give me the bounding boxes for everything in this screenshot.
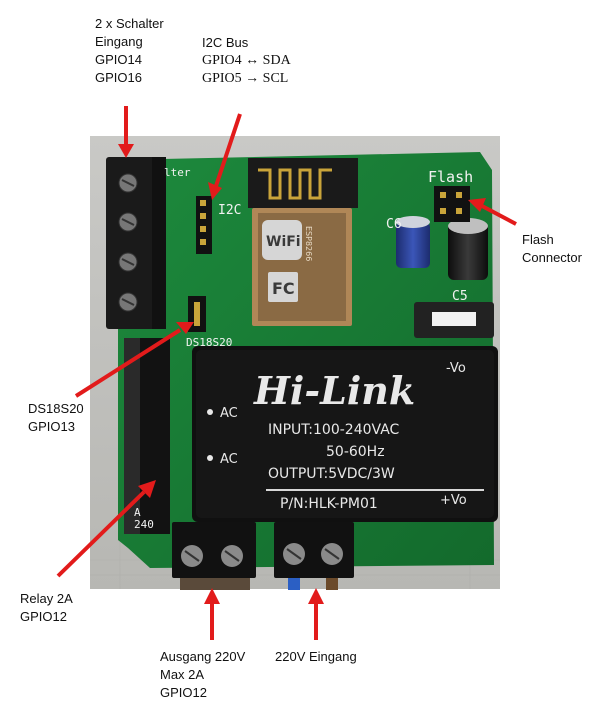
label-switch-line4: GPIO16 <box>95 70 142 85</box>
arrow-input <box>308 588 324 640</box>
silk-ac-2: AC <box>220 452 238 467</box>
ac-dot-1 <box>207 409 213 415</box>
label-flash-line2: Connector <box>522 250 582 265</box>
esp-model: ESP8266 <box>304 226 313 261</box>
silk-relay-240: 240 <box>134 518 154 531</box>
jumper-label <box>432 312 476 326</box>
hilink-freq: 50-60Hz <box>326 444 385 460</box>
label-relay-line1: Relay 2A <box>20 591 73 606</box>
label-output: Ausgang 220V Max 2A GPIO12 <box>160 648 245 702</box>
label-switch-line1: 2 x Schalter <box>95 16 164 31</box>
label-i2c-line3: GPIO5 → SCL <box>202 71 289 86</box>
relay <box>124 338 170 534</box>
esp-fc: FC <box>272 279 295 298</box>
capacitor-big <box>448 218 488 280</box>
label-output-line3: GPIO12 <box>160 685 207 700</box>
label-i2c-bus: I2C Bus GPIO4 ↔ SDA GPIO5 → SCL <box>202 34 291 88</box>
esp-module <box>248 158 358 326</box>
label-ds18s20-line1: DS18S20 <box>28 401 84 416</box>
output-terminal <box>172 522 256 590</box>
silk-relay-a: A <box>134 506 141 519</box>
silk-flash: Flash <box>428 168 473 186</box>
label-relay: Relay 2A GPIO12 <box>20 590 73 626</box>
i2c-pin-header <box>196 196 212 254</box>
label-input-line1: 220V Eingang <box>275 649 357 664</box>
label-relay-line2: GPIO12 <box>20 609 67 624</box>
label-ds18s20: DS18S20 GPIO13 <box>28 400 84 436</box>
label-ds18s20-line2: GPIO13 <box>28 419 75 434</box>
esp-wifi: WiFi <box>266 234 301 250</box>
hilink-pn: P/N:HLK-PM01 <box>280 496 378 512</box>
silk-ac-1: AC <box>220 406 238 421</box>
arrow-switch <box>118 106 134 158</box>
label-output-line1: Ausgang 220V <box>160 649 246 664</box>
hilink-input: INPUT:100-240VAC <box>268 422 400 438</box>
arrow-output <box>204 588 220 640</box>
arrow-flash <box>468 198 517 226</box>
label-flash-line1: Flash <box>522 232 554 247</box>
arrow-relay <box>56 480 156 578</box>
label-i2c-line2: GPIO4 ↔ SDA <box>202 53 291 68</box>
annotation-arrows <box>56 106 517 640</box>
silk-vo-plus: +Vo <box>440 493 467 508</box>
input-terminal <box>274 522 354 590</box>
silk-c5: C5 <box>452 289 468 304</box>
silk-ds18s20: DS18S20 <box>186 336 232 349</box>
hilink-output: OUTPUT:5VDC/3W <box>268 466 395 482</box>
silk-i2c: I2C <box>218 203 241 218</box>
silk-vo-minus: -Vo <box>446 361 466 376</box>
label-switch-line3: GPIO14 <box>95 52 142 67</box>
label-input-220v: 220V Eingang <box>275 648 357 666</box>
switch-terminal-block <box>106 157 166 329</box>
arrow-i2c <box>208 113 242 200</box>
hilink-brand: Hi-Link <box>253 368 415 413</box>
label-switch-input: 2 x Schalter Eingang GPIO14 GPIO16 <box>95 15 164 87</box>
silk-c6: C6 <box>386 217 402 232</box>
hilink-module <box>192 346 498 522</box>
label-switch-line2: Eingang <box>95 34 143 49</box>
silk-schalter: lter <box>164 166 191 179</box>
capacitor-c6 <box>396 216 430 268</box>
label-output-line2: Max 2A <box>160 667 205 682</box>
flash-header <box>434 186 470 222</box>
label-i2c-line1: I2C Bus <box>202 35 249 50</box>
label-flash-connector: Flash Connector <box>522 231 582 267</box>
ac-dot-2 <box>207 455 213 461</box>
arrow-ds18s20 <box>74 322 194 398</box>
